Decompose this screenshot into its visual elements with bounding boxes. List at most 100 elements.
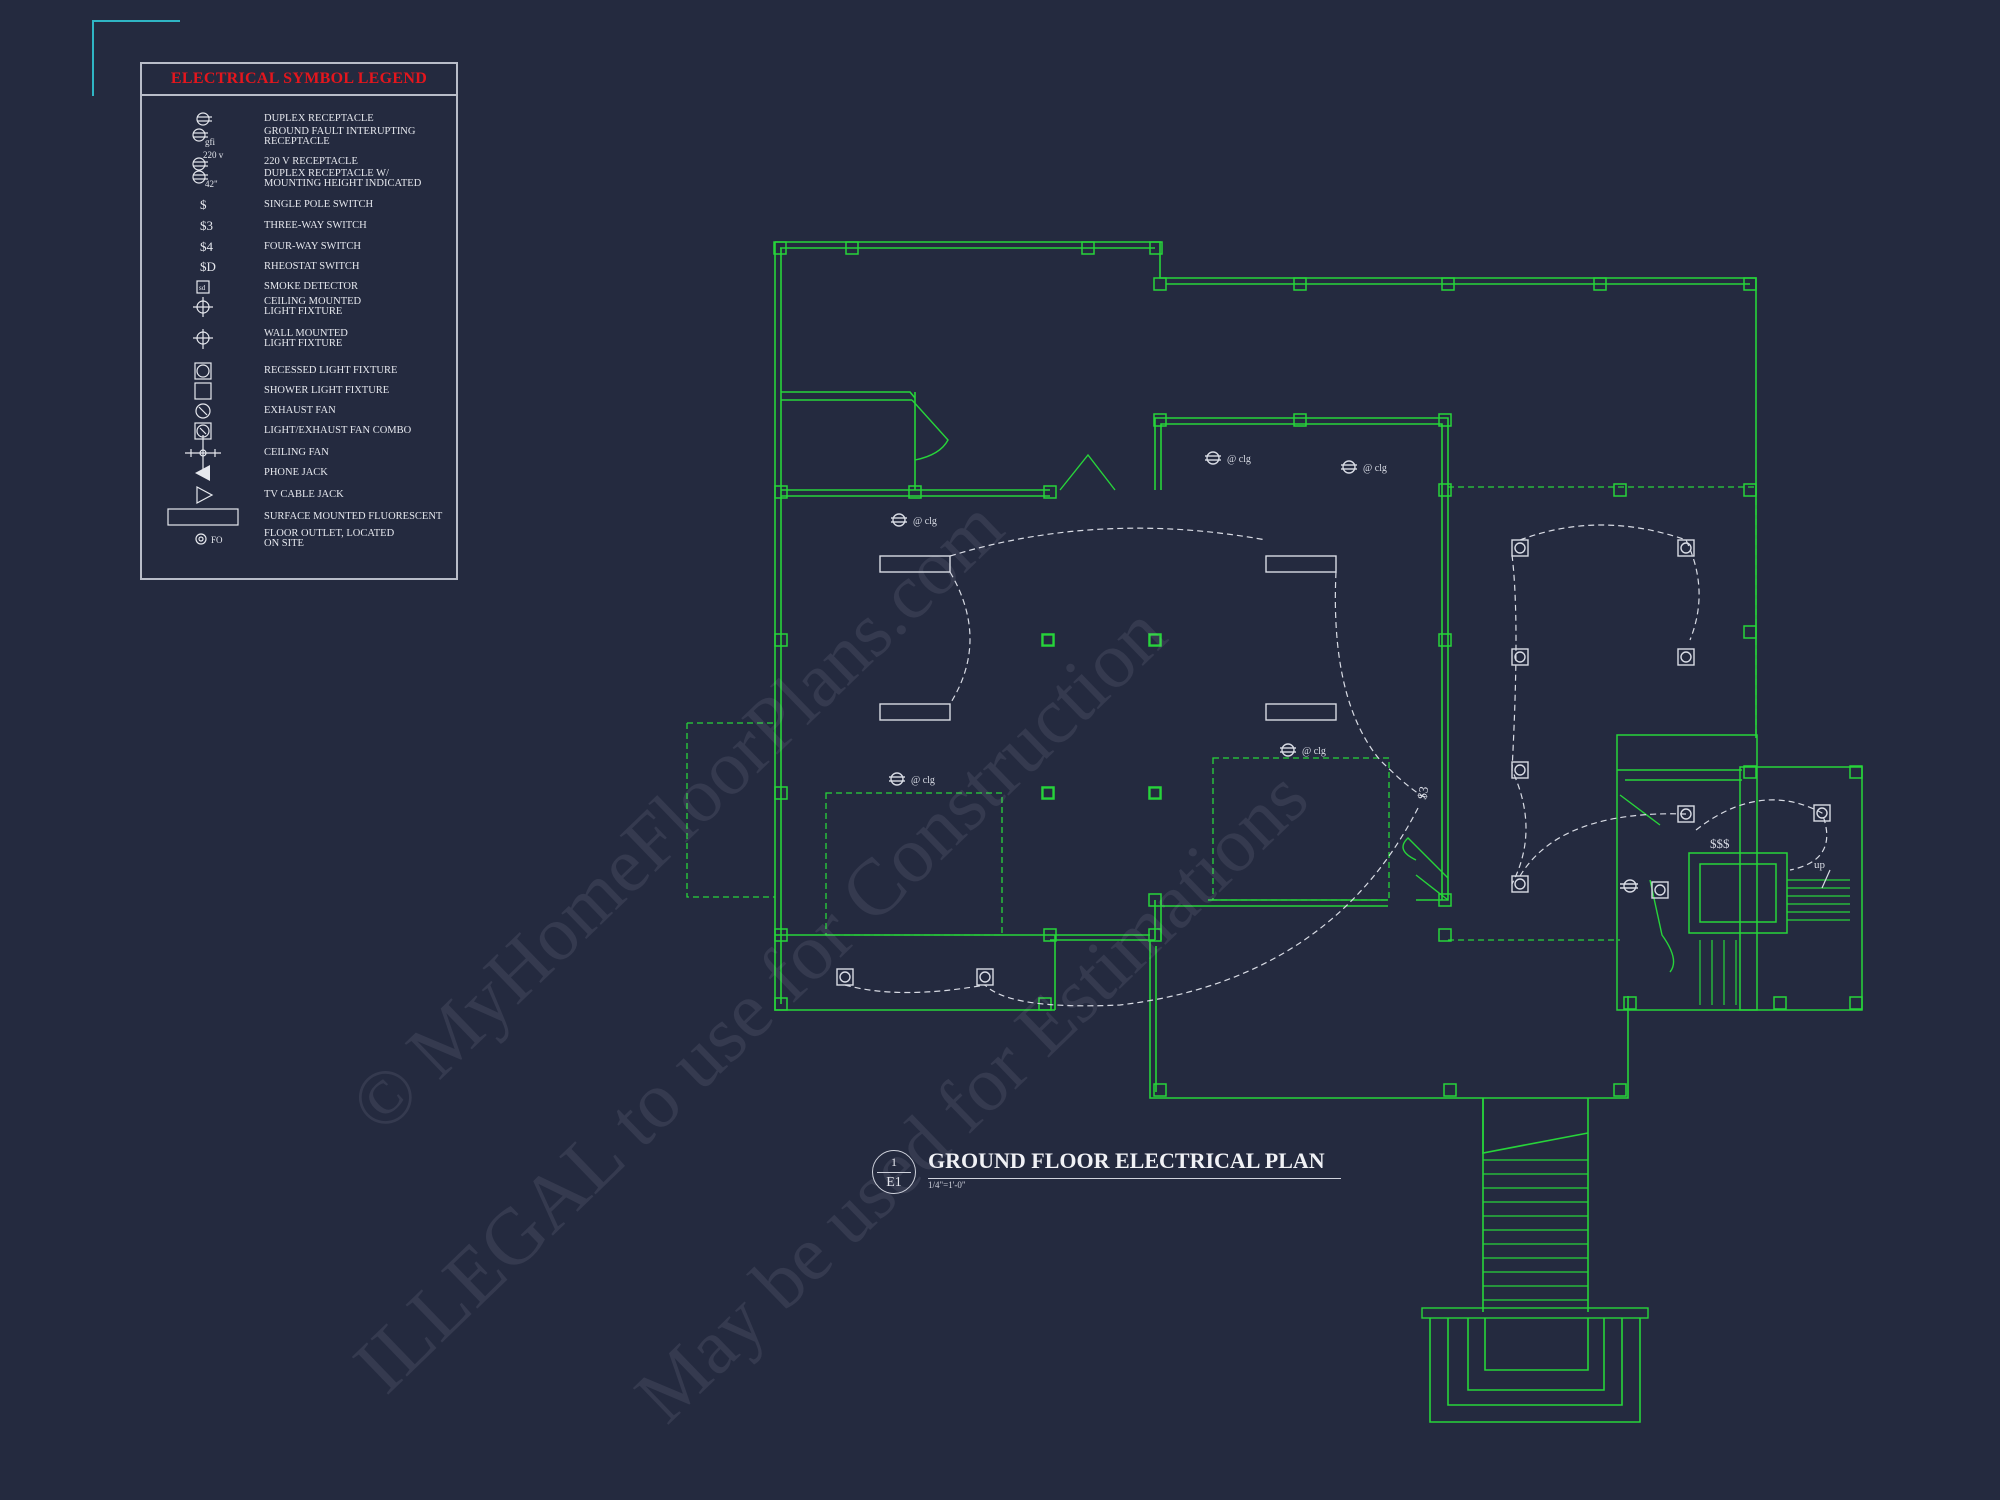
- wiring-run: [984, 807, 1419, 1007]
- shower-light-icon: [142, 380, 264, 402]
- phone-jack-icon: [142, 462, 264, 484]
- elevator-shaft: [1688, 852, 1788, 934]
- recessed-light-lamp: [1680, 542, 1692, 554]
- recessed-light-lamp: [1514, 878, 1526, 890]
- rheostat-switch-icon: $D: [142, 256, 264, 278]
- wall-light-icon: [142, 328, 264, 350]
- gfi-receptacle-icon: gfi: [142, 126, 264, 148]
- legend-item-label: FLOOR OUTLET, LOCATED ON SITE: [264, 528, 395, 549]
- column-post: [1081, 241, 1095, 255]
- legend-symbol-text: FO: [211, 535, 223, 545]
- fluorescent-fixture: [879, 703, 951, 721]
- receptacle-note: @ clg: [913, 516, 937, 527]
- duplex-receptacle-icon: [142, 108, 264, 130]
- recessed-light-lamp: [1816, 807, 1828, 819]
- legend-item-label: SINGLE POLE SWITCH: [264, 199, 374, 210]
- drawing-scale: 1/4"=1'-0": [928, 1180, 966, 1190]
- electrical-symbol-legend: ELECTRICAL SYMBOL LEGEND DUPLEX RECEPTAC…: [140, 62, 458, 580]
- column-post: [845, 241, 859, 255]
- door-leaf: [1415, 874, 1449, 901]
- mounting-height-receptacle-icon: 42": [142, 168, 264, 190]
- ceiling-box: [1042, 634, 1054, 646]
- column-post: [1153, 277, 1167, 291]
- stair-up-label: up: [1814, 859, 1826, 871]
- recessed-light-icon: [142, 360, 264, 382]
- legend-item: $SINGLE POLE SWITCH: [142, 194, 456, 216]
- column-post: [1743, 765, 1757, 779]
- column-post: [774, 786, 788, 800]
- receptacle-note: @ clg: [1227, 454, 1251, 465]
- column-post: [1773, 996, 1787, 1010]
- column-post: [1148, 928, 1162, 942]
- recessed-light: [1651, 881, 1669, 899]
- stair-hall-wall: [1739, 766, 1863, 1011]
- detail-number: 1: [891, 1155, 897, 1169]
- column-post: [1438, 483, 1452, 497]
- elevator-car: [1699, 863, 1777, 923]
- detail-callout: 1 E1: [872, 1150, 916, 1194]
- legend-item: CEILING MOUNTED LIGHT FIXTURE: [142, 296, 456, 318]
- callout-divider: [877, 1172, 911, 1173]
- legend-symbol-text: 220 v: [203, 150, 224, 160]
- column-post: [1613, 483, 1627, 497]
- exhaust-fan-icon: [142, 400, 264, 422]
- legend-item-label: TV CABLE JACK: [264, 489, 344, 500]
- ceiling-receptacle: [1281, 743, 1295, 757]
- column-post: [1441, 277, 1455, 291]
- column-post: [774, 928, 788, 942]
- column-post: [1443, 1083, 1457, 1097]
- legend-item: PHONE JACK: [142, 462, 456, 484]
- four-way-switch-icon: $4: [142, 236, 264, 258]
- legend-item-label: CEILING FAN: [264, 447, 329, 458]
- switch-cluster-label: $$$: [1710, 836, 1730, 851]
- legend-item: FO FLOOR OUTLET, LOCATED ON SITE: [142, 528, 456, 550]
- sheet-corner-mark: [92, 20, 180, 96]
- column-post: [1438, 928, 1452, 942]
- recessed-light-lamp: [979, 971, 991, 983]
- legend-item: SURFACE MOUNTED FLUORESCENT: [142, 506, 456, 528]
- legend-item-label: GROUND FAULT INTERUPTING RECEPTACLE: [264, 126, 416, 147]
- dashed-outline: [825, 792, 1003, 936]
- legend-item-label: RECESSED LIGHT FIXTURE: [264, 365, 398, 376]
- mudroom-wall: [1616, 734, 1758, 1011]
- ceiling-box: [1042, 787, 1054, 799]
- drawing-title: GROUND FLOOR ELECTRICAL PLAN: [928, 1148, 1341, 1179]
- recessed-light: [1813, 804, 1831, 822]
- column-post: [1041, 633, 1055, 647]
- recessed-light-lamp: [839, 971, 851, 983]
- fluorescent-fixture: [1265, 703, 1337, 721]
- wiring-run: [1334, 571, 1427, 799]
- stair-landing-line: [1482, 1098, 1589, 1154]
- recessed-light-lamp: [1680, 651, 1692, 663]
- legend-item-label: PHONE JACK: [264, 467, 328, 478]
- legend-item-label: RHEOSTAT SWITCH: [264, 261, 360, 272]
- column-post: [1623, 996, 1637, 1010]
- dashed-outline: [686, 723, 775, 898]
- ceiling-receptacle: [890, 772, 904, 786]
- fluorescent-fixture-icon: [142, 506, 264, 528]
- exterior-wall: [774, 242, 1055, 1011]
- ceiling-box: [1149, 787, 1161, 799]
- dashed-outline: [1212, 757, 1390, 901]
- receptacle-note: @ clg: [1302, 746, 1326, 757]
- column-post: [1153, 413, 1167, 427]
- stair-base-wall: [1467, 1318, 1605, 1391]
- stair-arrow: [1821, 869, 1831, 889]
- column-post: [1438, 413, 1452, 427]
- column-post: [1849, 765, 1863, 779]
- column-post: [1743, 625, 1757, 639]
- ceiling-fan-icon: [142, 435, 264, 471]
- column-post: [1743, 483, 1757, 497]
- smoke-detector-icon: sd: [142, 276, 264, 298]
- door-leaf: [1619, 794, 1661, 826]
- legend-symbol-text: 42": [205, 179, 218, 189]
- wall-receptacle: [1623, 879, 1637, 893]
- stair-base-wall: [1484, 1318, 1589, 1371]
- column-post: [774, 485, 788, 499]
- legend-item-label: EXHAUST FAN: [264, 405, 336, 416]
- ceiling-receptacle: [1342, 460, 1356, 474]
